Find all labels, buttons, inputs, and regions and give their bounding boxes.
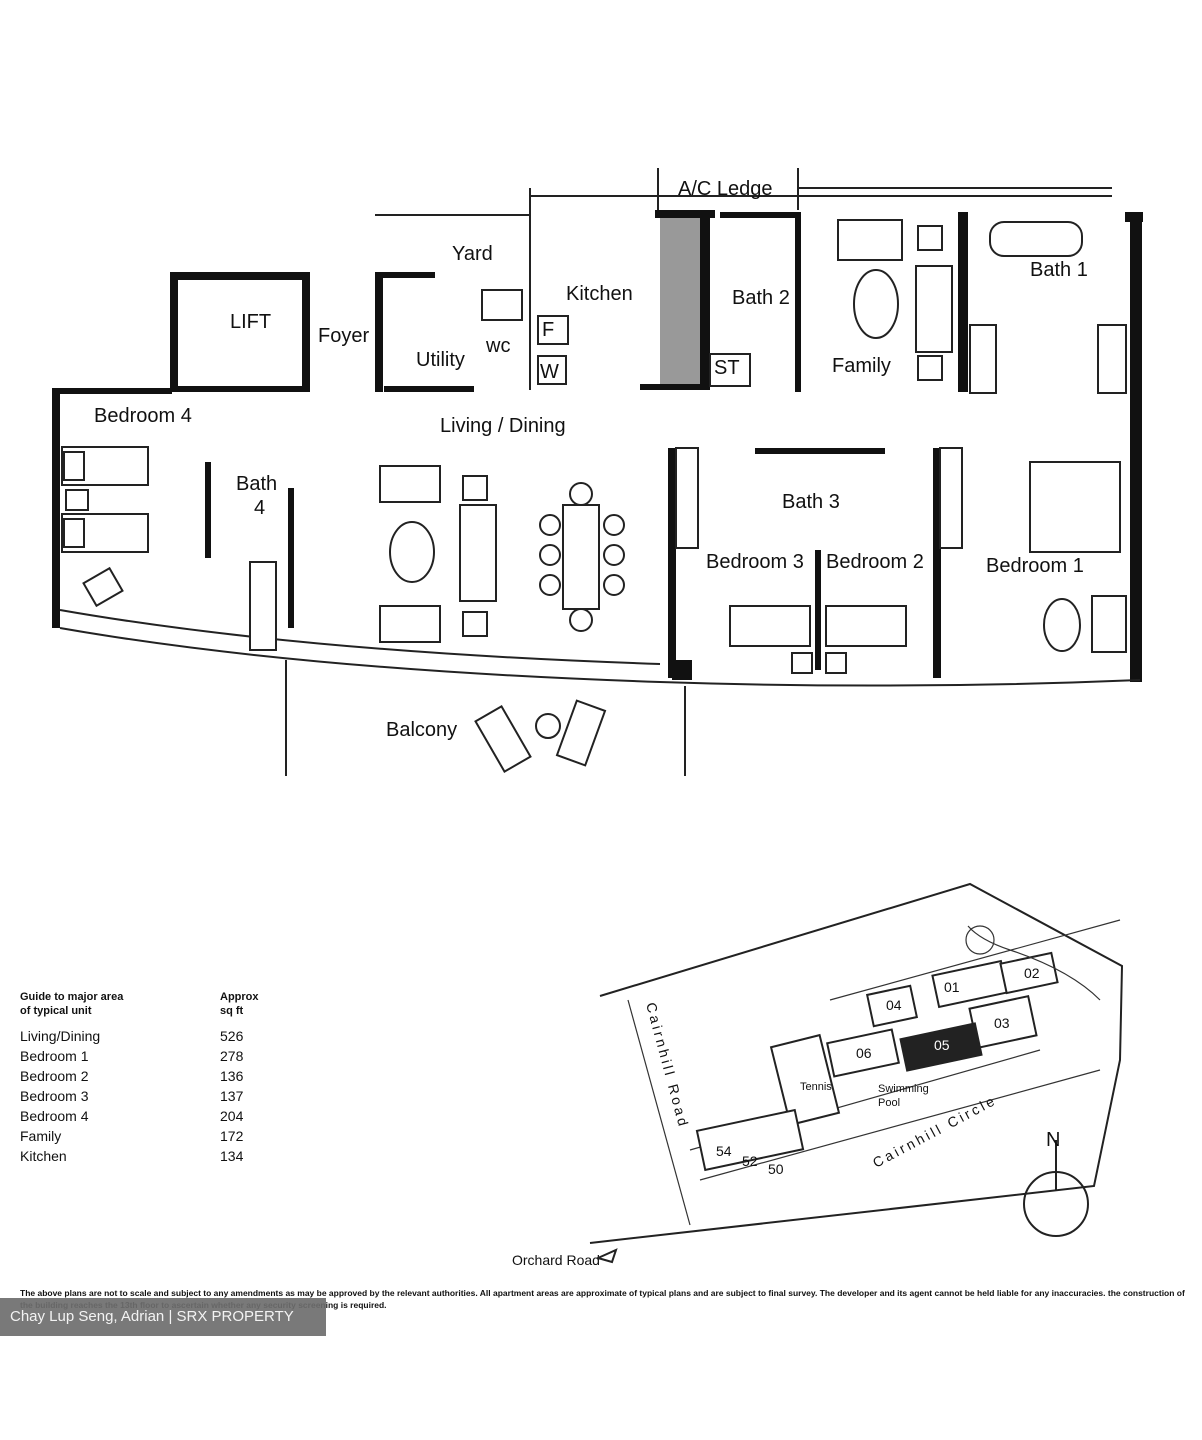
site-unit-06: 06: [856, 1045, 872, 1061]
area-guide-heading-2: of typical unit: [20, 1005, 92, 1017]
label-bedroom-4: Bedroom 4: [94, 405, 192, 427]
label-utility: Utility: [416, 349, 465, 371]
area-sqft: 526: [220, 1028, 244, 1044]
label-bedroom-1: Bedroom 1: [986, 555, 1084, 577]
walls: [52, 168, 1143, 776]
watermark-banner: Chay Lup Seng, Adrian | SRX PROPERTY: [0, 1298, 326, 1336]
label-bath-4b: 4: [254, 497, 265, 519]
area-row: Kitchen 134: [20, 1146, 300, 1166]
area-room: Kitchen: [20, 1148, 67, 1164]
area-room: Family: [20, 1128, 62, 1144]
label-living-dining: Living / Dining: [440, 415, 566, 437]
site-unit-01: 01: [944, 979, 960, 995]
label-kitchen: Kitchen: [566, 283, 633, 305]
area-sqft: 278: [220, 1048, 244, 1064]
site-road-orchard: Orchard Road: [512, 1252, 600, 1268]
area-guide-header: Guide to major area of typical unit Appr…: [20, 990, 300, 1018]
label-store: ST: [714, 357, 740, 379]
site-block-50: 50: [768, 1161, 784, 1177]
site-north-label: N: [1046, 1129, 1060, 1151]
area-row: Bedroom 3 137: [20, 1086, 300, 1106]
site-unit-03: 03: [994, 1015, 1010, 1031]
site-unit-02: 02: [1024, 965, 1040, 981]
area-guide-heading-1: Guide to major area: [20, 991, 124, 1003]
area-row: Bedroom 4 204: [20, 1106, 300, 1126]
area-guide-heading-sqft: sq ft: [220, 1005, 244, 1017]
label-bath-2: Bath 2: [732, 287, 790, 309]
area-room: Bedroom 2: [20, 1068, 89, 1084]
label-washer: W: [540, 361, 559, 383]
site-pool-a: Swimming: [878, 1083, 929, 1095]
area-sqft: 204: [220, 1108, 244, 1124]
area-room: Bedroom 1: [20, 1048, 89, 1064]
label-wc: wc: [485, 335, 510, 357]
furniture: [61, 219, 1127, 773]
label-bedroom-2: Bedroom 2: [826, 551, 924, 573]
area-row: Family 172: [20, 1126, 300, 1146]
label-yard: Yard: [452, 243, 493, 265]
site-pool-b: Pool: [878, 1097, 900, 1109]
area-row: Bedroom 2 136: [20, 1066, 300, 1086]
label-fridge: F: [542, 319, 554, 341]
area-sqft: 136: [220, 1068, 244, 1084]
site-tennis: Tennis: [800, 1081, 832, 1093]
label-bedroom-3: Bedroom 3: [706, 551, 804, 573]
area-row: Bedroom 1 278: [20, 1046, 300, 1066]
area-sqft: 134: [220, 1148, 244, 1164]
label-bath-1: Bath 1: [1030, 259, 1088, 281]
area-room: Bedroom 3: [20, 1088, 89, 1104]
room-labels: A/C Ledge Yard Kitchen Bath 2 Family Bat…: [94, 178, 1088, 741]
site-block-54: 54: [716, 1143, 732, 1159]
area-sqft: 137: [220, 1088, 244, 1104]
label-balcony: Balcony: [386, 719, 457, 741]
area-row: Living/Dining 526: [20, 1026, 300, 1046]
label-ac-ledge: A/C Ledge: [678, 178, 773, 200]
area-sqft: 172: [220, 1128, 244, 1144]
area-guide-heading-approx: Approx: [220, 991, 259, 1003]
site-unit-04: 04: [886, 997, 902, 1013]
orchard-arrow-icon: [595, 1248, 618, 1264]
area-room: Living/Dining: [20, 1028, 101, 1044]
area-guide: Guide to major area of typical unit Appr…: [20, 990, 300, 1166]
site-road-cairnhill: Cairnhill Road: [643, 1001, 692, 1131]
label-bath-3: Bath 3: [782, 491, 840, 513]
site-unit-05: 05: [934, 1037, 950, 1053]
site-block-52: 52: [742, 1153, 758, 1169]
label-foyer: Foyer: [318, 325, 369, 347]
site-plan: [589, 882, 1124, 1244]
label-bath-4a: Bath: [236, 473, 277, 495]
label-lift: LIFT: [230, 311, 271, 333]
area-room: Bedroom 4: [20, 1108, 89, 1124]
label-family: Family: [832, 355, 891, 377]
